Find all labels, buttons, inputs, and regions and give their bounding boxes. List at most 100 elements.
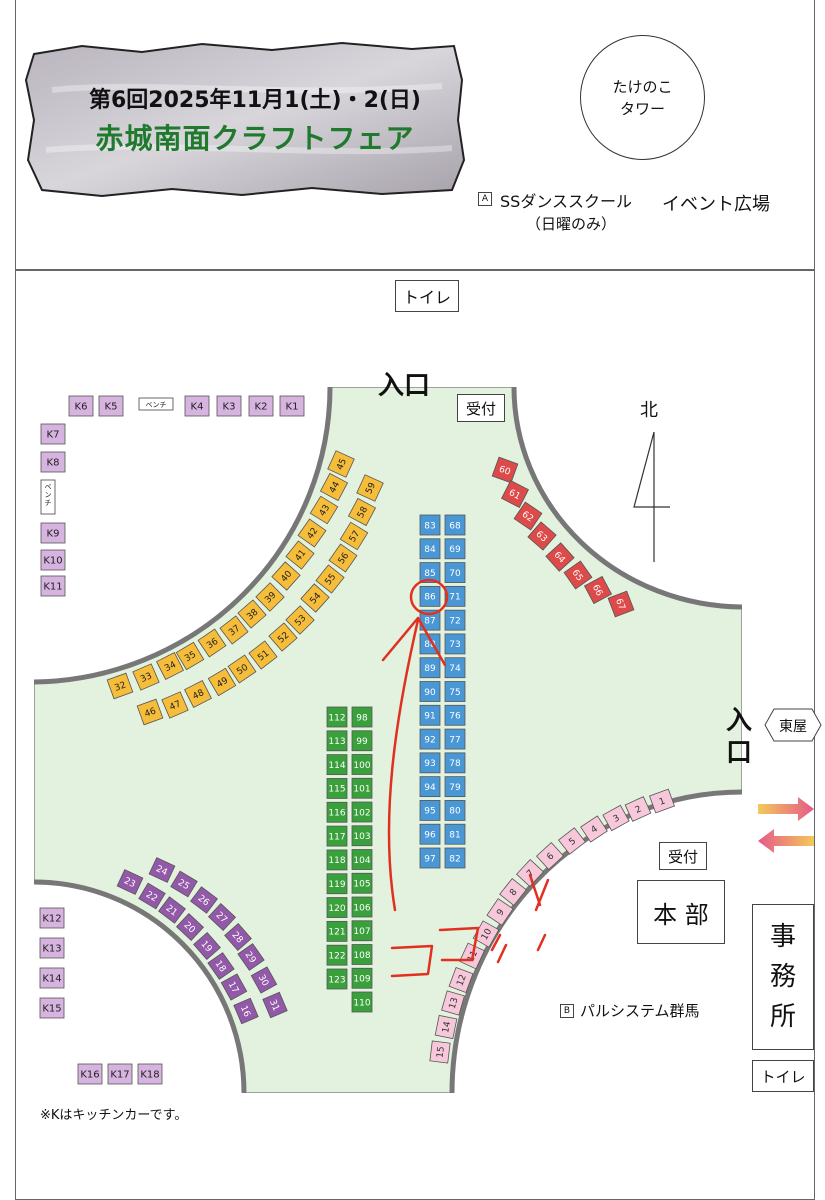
svg-text:105: 105 [353, 879, 370, 889]
booth-18: 18 [207, 952, 235, 980]
jimusho-char1: 事 [769, 922, 796, 952]
bench-top: ベンチ [138, 397, 174, 411]
svg-text:12: 12 [455, 973, 468, 987]
booth-53: 53 [285, 605, 315, 635]
kitchen-car-K9: K9 [40, 522, 66, 544]
svg-text:79: 79 [449, 783, 461, 793]
svg-text:116: 116 [328, 809, 345, 819]
svg-text:61: 61 [507, 488, 522, 502]
svg-text:120: 120 [328, 904, 345, 914]
booth-9: 9 [486, 898, 514, 926]
booth-106: 106 [351, 896, 373, 918]
svg-text:78: 78 [449, 759, 461, 769]
booth-33: 33 [132, 663, 160, 691]
svg-text:72: 72 [449, 616, 460, 626]
svg-text:85: 85 [424, 569, 435, 579]
svg-text:100: 100 [353, 761, 370, 771]
booth-58: 58 [347, 497, 377, 527]
svg-text:89: 89 [424, 664, 436, 674]
booth-65: 65 [563, 560, 593, 590]
booth-63: 63 [527, 521, 557, 551]
event-main-title: 赤城南面クラフトフェア [95, 122, 415, 155]
kitchen-car-K4: K4 [184, 395, 210, 417]
svg-text:101: 101 [353, 784, 370, 794]
kitchen-car-K5: K5 [98, 395, 124, 417]
svg-text:3: 3 [612, 813, 622, 825]
handwritten-mark1-icon [490, 933, 508, 964]
booth-21: 21 [158, 896, 186, 924]
svg-text:104: 104 [353, 856, 370, 866]
booth-24: 24 [148, 857, 176, 883]
svg-text:113: 113 [328, 737, 345, 747]
svg-text:67: 67 [613, 597, 626, 611]
north-arrow-icon [633, 431, 670, 562]
booth-119: 119 [326, 873, 348, 895]
title-plaque [24, 41, 466, 198]
booth-40: 40 [271, 561, 301, 591]
north-label: 北 [640, 400, 658, 421]
booth-39: 39 [255, 582, 285, 612]
svg-text:114: 114 [328, 761, 345, 771]
svg-text:15: 15 [436, 1046, 447, 1059]
svg-text:69: 69 [449, 545, 461, 555]
booth-66: 66 [583, 575, 613, 605]
entrance-east-char2: 口 [726, 738, 753, 768]
booth-45: 45 [327, 450, 355, 478]
svg-text:48: 48 [191, 688, 206, 702]
booth-46: 46 [136, 698, 164, 726]
svg-text:106: 106 [353, 903, 370, 913]
svg-text:K15: K15 [42, 1004, 61, 1015]
booth-2: 2 [624, 796, 652, 822]
svg-text:31: 31 [267, 998, 281, 1012]
booth-76: 76 [444, 704, 466, 726]
legend-a-name: SSダンススクール [500, 192, 632, 211]
bench-left: ベンチ [40, 479, 56, 515]
honbu-box: 本 部 [637, 880, 725, 944]
svg-text:118: 118 [328, 856, 345, 866]
booth-8: 8 [499, 878, 527, 906]
handwritten-ko2-icon [438, 926, 480, 962]
booth-117: 117 [326, 825, 348, 847]
booth-44: 44 [319, 472, 349, 502]
svg-text:94: 94 [424, 783, 436, 793]
jimusho-char3: 所 [769, 1002, 796, 1032]
kitchen-car-K1: K1 [279, 395, 305, 417]
azumaya-hexagon [764, 708, 822, 742]
toilet-bottom: トイレ [752, 1060, 814, 1092]
entrance-east-char1: 入 [726, 706, 753, 736]
svg-text:95: 95 [424, 807, 435, 817]
booth-118: 118 [326, 849, 348, 871]
svg-text:93: 93 [424, 759, 435, 769]
booth-27: 27 [207, 903, 237, 931]
entrance-north: 入口 [378, 371, 431, 401]
svg-text:34: 34 [163, 660, 178, 674]
booth-72: 72 [444, 609, 466, 631]
svg-text:44: 44 [328, 480, 342, 495]
legend-b-marker: B [560, 1004, 574, 1018]
kitchen-car-K18: K18 [137, 1063, 163, 1085]
booth-16: 16 [233, 997, 259, 1025]
svg-text:96: 96 [424, 830, 436, 840]
svg-text:70: 70 [449, 569, 461, 579]
takenoko-tower: たけのこ タワー [580, 35, 705, 160]
svg-text:88: 88 [424, 640, 436, 650]
svg-text:91: 91 [424, 712, 435, 722]
azumaya-label: 東屋 [779, 719, 807, 735]
svg-text:47: 47 [168, 699, 182, 713]
booth-104: 104 [351, 849, 373, 870]
svg-text:ン: ン [45, 491, 52, 499]
booth-62: 62 [513, 501, 543, 531]
svg-text:84: 84 [424, 545, 436, 555]
booth-94: 94 [419, 776, 441, 798]
booth-35: 35 [175, 641, 205, 671]
kitchen-car-K17: K17 [107, 1063, 133, 1085]
kitchen-car-K13: K13 [39, 937, 65, 959]
booth-92: 92 [419, 728, 441, 750]
booth-4: 4 [580, 815, 608, 843]
tower-label-line1: たけのこ [612, 77, 673, 96]
handwritten-arrowhead-icon [381, 616, 447, 667]
booth-29: 29 [237, 943, 265, 971]
handwritten-ko1-icon [390, 944, 434, 978]
svg-text:24: 24 [154, 864, 169, 878]
reception-north: 受付 [457, 394, 505, 422]
